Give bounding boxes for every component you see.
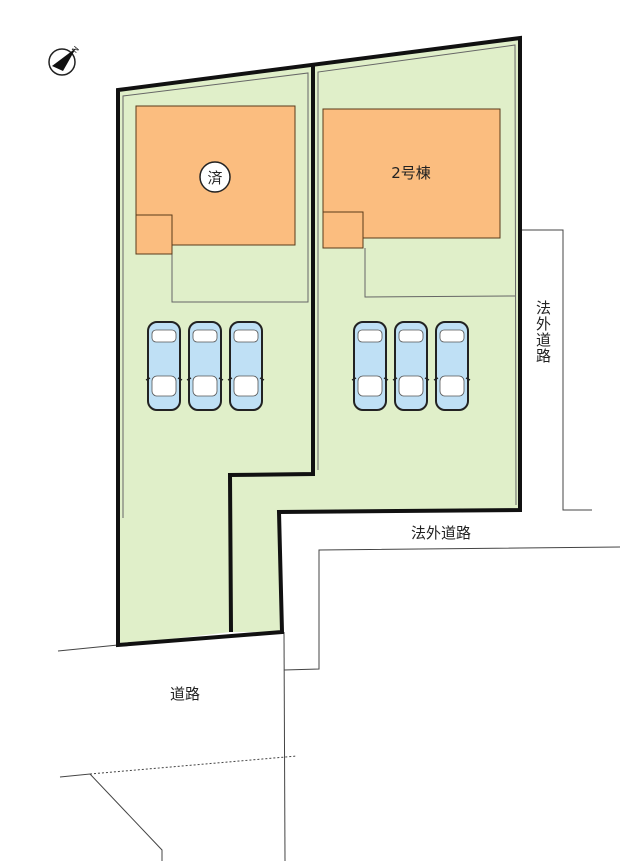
private-road-bottom-label: 法外道路	[411, 524, 471, 542]
road-edge-line-lower	[59, 773, 163, 861]
sold-badge: 済	[199, 161, 231, 193]
private-road-side-label: 法外道路	[534, 300, 552, 364]
road-boundary-lines	[57, 229, 620, 861]
building-2[interactable]	[322, 108, 501, 249]
road-edge-line-left	[57, 644, 119, 652]
building-1-label: 済	[207, 169, 222, 187]
side-road-line	[520, 229, 592, 511]
car-icon	[433, 321, 471, 411]
public-road-label: 道路	[170, 685, 200, 703]
lot-divider	[227, 66, 315, 633]
property-boundary	[116, 35, 522, 648]
car-icon	[351, 321, 389, 411]
car-icon	[392, 321, 430, 411]
bottom-road-line	[283, 546, 620, 671]
road-edge-line	[283, 631, 286, 861]
car-icon	[227, 321, 265, 411]
car-icon	[145, 321, 183, 411]
parking-area	[145, 321, 471, 411]
north-arrow-icon: N	[48, 44, 81, 76]
dotted-line	[89, 755, 298, 775]
car-icon	[186, 321, 224, 411]
setback-lines	[122, 44, 517, 518]
building-2-label: 2号棟	[391, 164, 431, 182]
north-letter: N	[70, 44, 81, 54]
